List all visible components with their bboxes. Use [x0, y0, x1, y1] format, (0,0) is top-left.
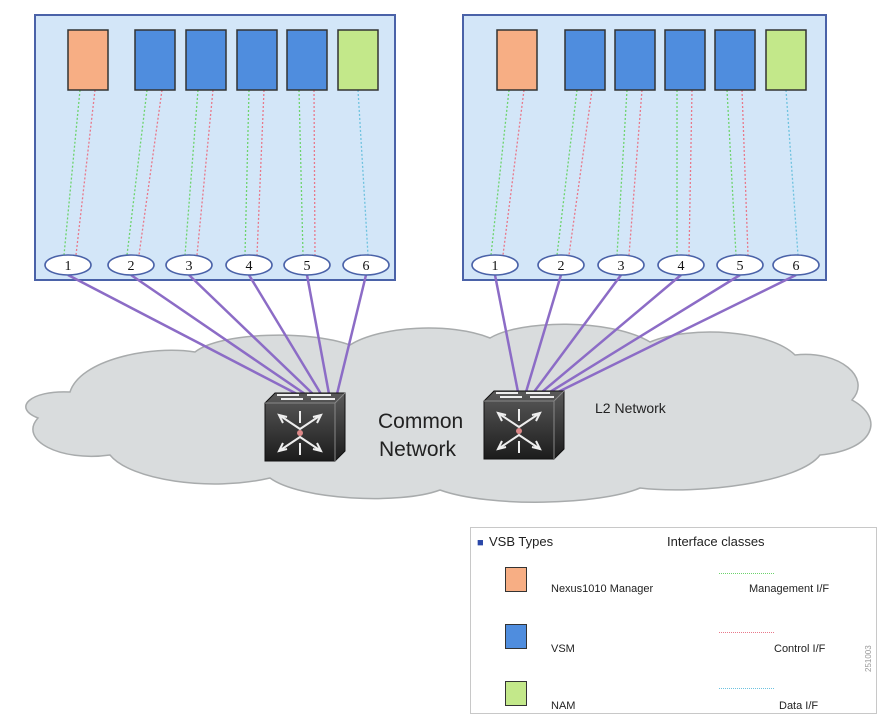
port-label: 4 [678, 259, 685, 274]
vsb-box-vsm [714, 29, 756, 91]
port-ellipse [716, 254, 764, 276]
port-ellipse [537, 254, 585, 276]
port-ellipse [283, 254, 331, 276]
management-if-line [298, 89, 304, 256]
control-if-line [628, 89, 643, 256]
vsb-box-vsm [185, 29, 227, 91]
vsb-box-nam [337, 29, 379, 91]
uplink-line [188, 274, 314, 395]
vsb-box-vsm [564, 29, 606, 91]
legend-type-label: NAM [551, 700, 576, 712]
port-ellipse [657, 254, 705, 276]
port-ellipse [225, 254, 273, 276]
l2-network-label: L2 Network [595, 400, 667, 416]
port-ellipse [165, 254, 213, 276]
control-if-line [741, 89, 749, 256]
port-label: 5 [737, 259, 744, 274]
control-if-line [688, 89, 693, 256]
vsb-box-vsm [286, 29, 328, 91]
port-label: 6 [363, 259, 370, 274]
port-ellipse [44, 254, 92, 276]
port-ellipse [107, 254, 155, 276]
bullet-icon: ■ [477, 537, 484, 549]
switch-icon [264, 392, 346, 462]
uplink-line [549, 273, 741, 394]
port-ellipse [597, 254, 645, 276]
port-label: 6 [793, 259, 800, 274]
vsb-box-vsm [236, 29, 278, 91]
legend-line-management [719, 573, 774, 574]
port-label: 1 [65, 259, 72, 274]
uplink-line [67, 273, 298, 396]
legend-interface-label: Control I/F [774, 643, 826, 655]
uplink-line [524, 274, 563, 393]
uplink-line [130, 273, 306, 396]
legend-line-control [719, 632, 774, 633]
port-label: 2 [128, 259, 135, 274]
port-label: 4 [246, 259, 253, 274]
legend-vsb-types-title: VSB Types [489, 534, 554, 549]
legend-line-data [719, 688, 774, 689]
control-if-line [256, 89, 265, 256]
management-if-line [244, 89, 250, 256]
port-label: 3 [186, 259, 193, 274]
figure-id: 251003 [864, 645, 873, 672]
l2-network-cloud: Common Network L2 Network [25, 323, 872, 503]
uplink-line [532, 274, 623, 393]
cloud-label-common: Common [378, 410, 463, 433]
legend-type-label: Nexus1010 Manager [551, 583, 654, 595]
uplink-line [541, 274, 682, 393]
uplink-line [247, 274, 323, 395]
legend: ■ VSB Types Interface classes Nexus1010 … [470, 527, 877, 714]
port-label: 2 [558, 259, 565, 274]
cloud-label-network: Network [379, 438, 457, 461]
management-if-line [616, 89, 628, 256]
uplink-line [305, 274, 331, 395]
port-label: 3 [618, 259, 625, 274]
uplink-line [557, 273, 797, 394]
legend-interface-label: Data I/F [779, 700, 819, 712]
legend-type-label: VSM [551, 643, 575, 655]
uplink-line [335, 274, 368, 395]
port-ellipse [471, 254, 519, 276]
legend-swatch-manager [505, 567, 527, 592]
vsb-box-vsm [134, 29, 176, 91]
management-if-line [184, 89, 199, 256]
legend-swatch-nam [505, 681, 527, 706]
vsb-box-manager [496, 29, 538, 91]
port-ellipse [342, 254, 390, 276]
port-label: 1 [492, 259, 499, 274]
cloud-shape [25, 323, 872, 503]
port-label: 5 [304, 259, 311, 274]
management-if-line [726, 89, 737, 256]
vsb-box-nam [765, 29, 807, 91]
port-ellipse [772, 254, 820, 276]
vsb-box-vsm [614, 29, 656, 91]
legend-interface-label: Management I/F [749, 583, 830, 595]
legend-interface-classes-title: Interface classes [667, 534, 765, 549]
uplink-line [493, 274, 520, 393]
switch-icon [483, 390, 565, 460]
legend-swatch-vsm [505, 624, 527, 649]
data-if-line [357, 89, 369, 256]
data-if-line [785, 89, 799, 256]
control-if-line [313, 89, 316, 256]
vsb-box-manager [67, 29, 109, 91]
vsb-box-vsm [664, 29, 706, 91]
